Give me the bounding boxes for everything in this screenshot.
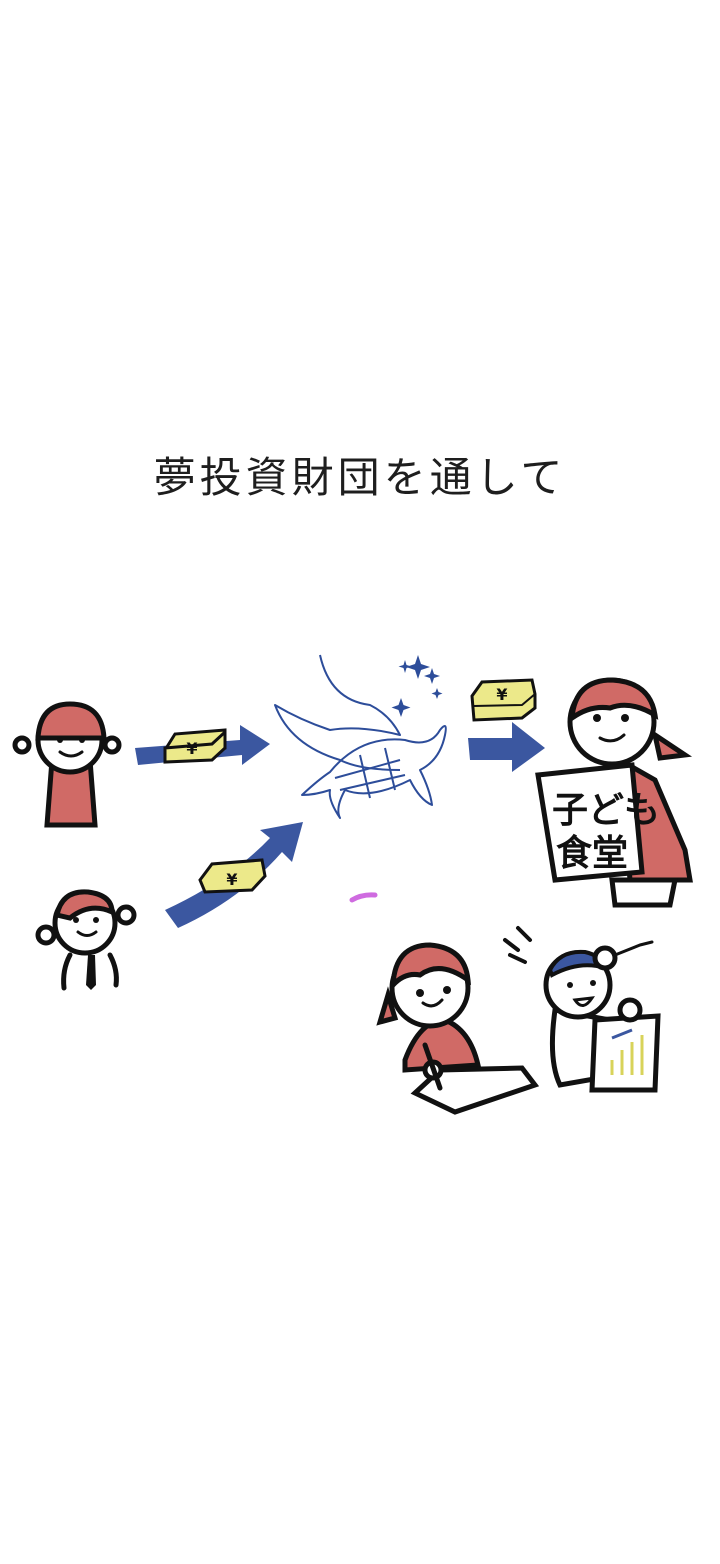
cash-bundle: ¥ [198, 858, 267, 894]
arrow-right-icon [468, 722, 545, 772]
writing-girl [376, 942, 540, 1115]
yen-label: ¥ [496, 685, 507, 704]
yen-label: ¥ [186, 739, 197, 758]
smudge [349, 892, 378, 903]
sign-text-line2: 食堂 [556, 833, 628, 874]
winged-turtle-logo [274, 654, 447, 819]
donor-man [35, 889, 137, 991]
cash-bundle: ¥ [163, 728, 227, 764]
donor-woman [12, 701, 122, 828]
recipient-woman: 子ども 食堂 [535, 677, 693, 908]
boy-with-chart [503, 926, 661, 1093]
page-title: 夢投資財団を通して [153, 453, 567, 502]
cash-bundle: ¥ [470, 678, 537, 722]
yen-label: ¥ [226, 870, 237, 889]
sign-text-line1: 子ども [552, 790, 660, 831]
